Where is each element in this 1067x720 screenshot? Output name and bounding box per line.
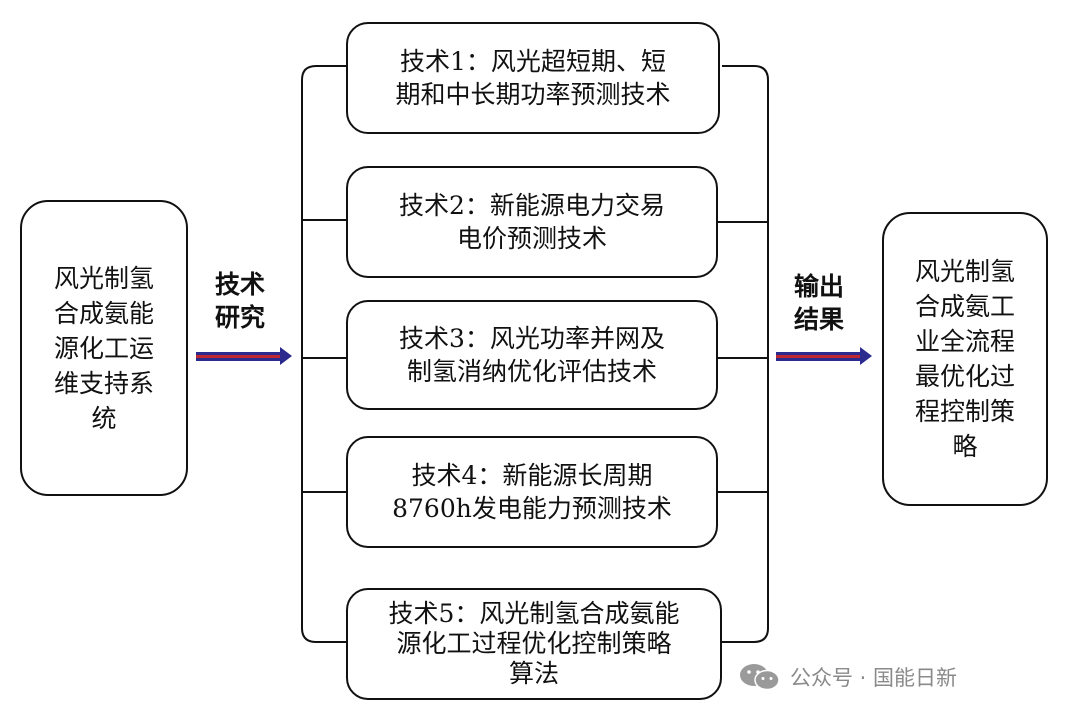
right-bracket (718, 65, 769, 643)
source-system-box: 风光制氢 合成氨能 源化工运 维支持系 统 (20, 200, 188, 496)
output-strategy-text: 风光制氢 合成氨工 业全流程 最优化过 程控制策 略 (914, 257, 1015, 461)
output-label: 输出 结果 (793, 272, 844, 334)
output-arrow (776, 347, 872, 365)
wechat-icon (740, 664, 780, 691)
research-label: 技术 研究 (214, 270, 265, 332)
tech-box-1: 技术1：风光超短期、短 期和中长期功率预测技术 (346, 22, 720, 134)
tech-box-5: 技术5：风光制氢合成氨能 源化工过程优化控制策略 算法 (346, 588, 722, 700)
left-bracket (301, 65, 346, 643)
source-system-text: 风光制氢 合成氨能 源化工运 维支持系 统 (53, 263, 154, 433)
tech-box-2: 技术2：新能源电力交易 电价预测技术 (346, 166, 718, 278)
watermark: 公众号 · 国能日新 (738, 662, 957, 692)
tech-4-text: 技术4：新能源长周期 8760h发电能力预测技术 (392, 461, 672, 523)
tech-5-text: 技术5：风光制氢合成氨能 源化工过程优化控制策略 算法 (388, 599, 680, 688)
tech-3-text: 技术3：风光功率并网及 制氢消纳优化评估技术 (399, 324, 665, 386)
tech-1-text: 技术1：风光超短期、短 期和中长期功率预测技术 (395, 47, 671, 109)
output-strategy-box: 风光制氢 合成氨工 业全流程 最优化过 程控制策 略 (882, 212, 1048, 506)
tech-2-text: 技术2：新能源电力交易 电价预测技术 (399, 191, 665, 253)
research-arrow (196, 347, 292, 365)
tech-box-4: 技术4：新能源长周期 8760h发电能力预测技术 (346, 436, 718, 548)
watermark-text: 公众号 · 国能日新 (790, 666, 958, 690)
tech-box-3: 技术3：风光功率并网及 制氢消纳优化评估技术 (346, 300, 718, 410)
